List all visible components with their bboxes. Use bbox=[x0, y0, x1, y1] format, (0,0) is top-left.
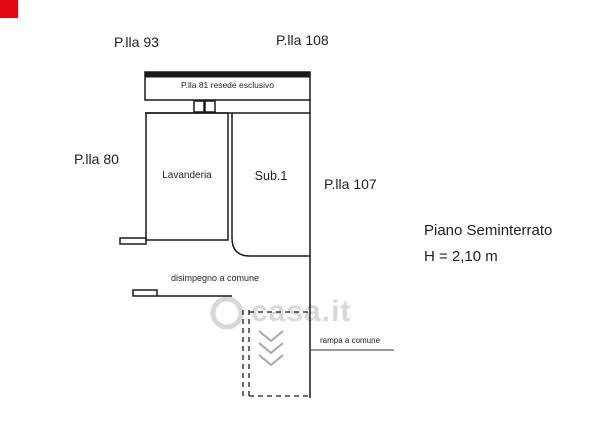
ramp-dashed-outline bbox=[242, 310, 310, 397]
ramp-direction-chevrons-icon bbox=[258, 330, 284, 367]
wall-lines bbox=[119, 71, 311, 398]
casa-it-logo-icon bbox=[210, 296, 244, 330]
red-corner-badge bbox=[0, 0, 18, 18]
